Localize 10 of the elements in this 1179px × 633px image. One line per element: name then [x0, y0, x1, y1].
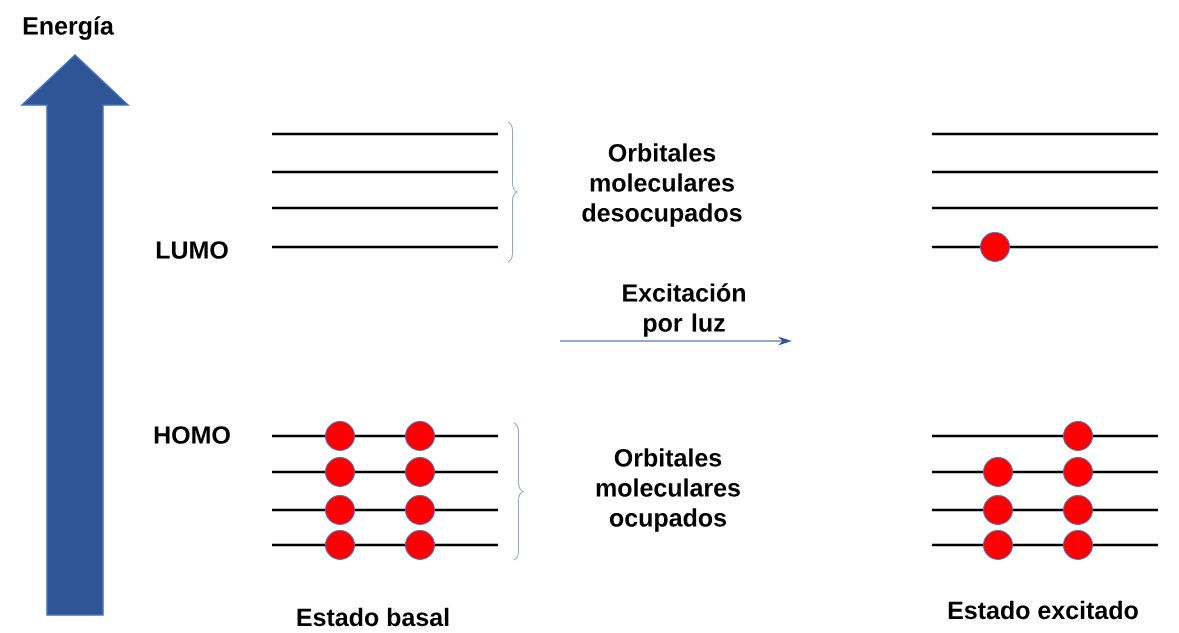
group-label: Orbitales moleculares ocupados	[596, 448, 740, 532]
node-label: Estado basal	[297, 607, 449, 627]
arrow-label: Excitación por luz	[623, 283, 745, 337]
level-label: HOMO	[154, 426, 230, 444]
energy-level-drawing: Estado basal	[272, 132, 498, 627]
axis-label: Energía	[23, 16, 114, 40]
node-label: Estado excitado	[948, 600, 1138, 620]
energy-level-drawing: Estado excitado	[932, 132, 1158, 620]
group-label: Orbitales moleculares desocupados	[582, 143, 742, 227]
level-label: LUMO	[156, 241, 228, 259]
